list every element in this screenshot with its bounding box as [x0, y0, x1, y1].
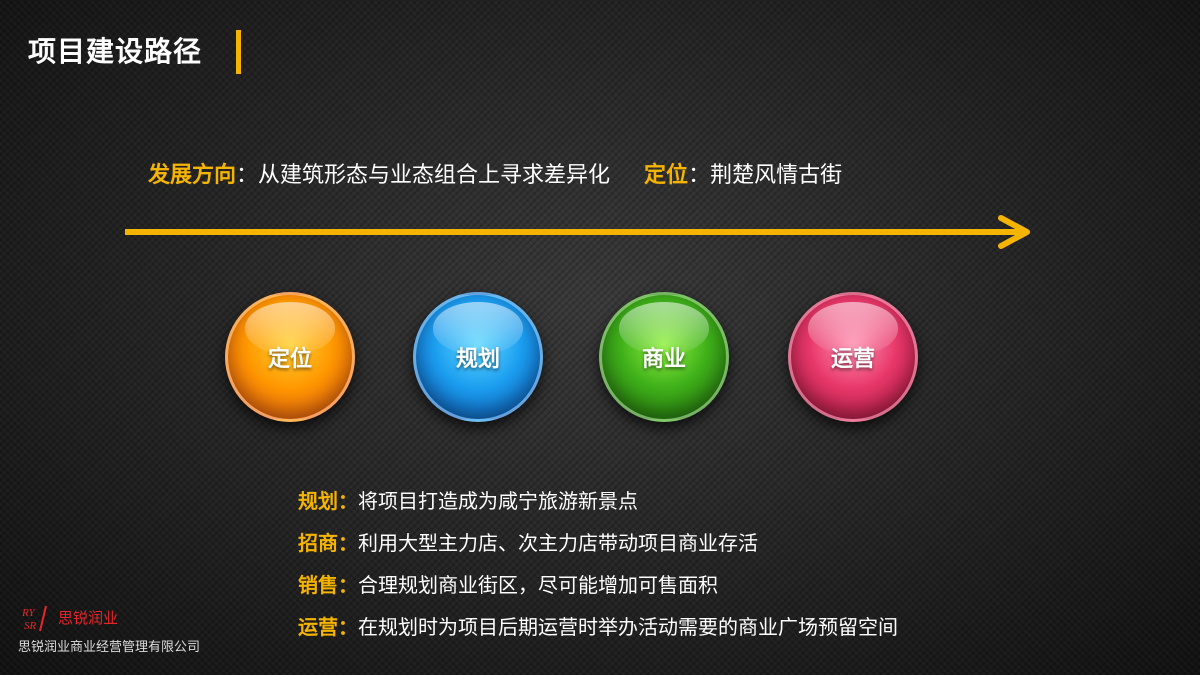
circle-positioning: 定位	[225, 292, 355, 422]
page-title: 项目建设路径	[28, 35, 203, 68]
item-key: 招商	[298, 531, 338, 555]
circle-label: 商业	[641, 347, 686, 372]
company-logo: RY SR 思锐润业	[20, 604, 130, 634]
position-text: 荆楚风情古街	[710, 163, 843, 188]
item-key: 规划	[298, 489, 338, 513]
headline: 发展方向：从建筑形态与业态组合上寻求差异化定位：荆楚风情古街	[148, 158, 842, 194]
item-key: 销售	[298, 573, 338, 597]
arrow-right-icon	[125, 215, 1030, 249]
item-sep: ：	[338, 531, 358, 555]
circle-label: 运营	[830, 347, 875, 372]
logo-brand: 思锐润业	[58, 609, 119, 627]
item-sep: ：	[338, 489, 358, 513]
list-item: 运营：在规划时为项目后期运营时举办活动需要的商业广场预留空间	[298, 606, 898, 648]
title-accent-bar	[236, 30, 241, 74]
svg-text:RY: RY	[21, 607, 37, 619]
direction-sep: ：	[236, 163, 259, 188]
item-text: 利用大型主力店、次主力店带动项目商业存活	[358, 531, 758, 555]
list-item: 招商：利用大型主力店、次主力店带动项目商业存活	[298, 522, 898, 564]
list-item: 规划：将项目打造成为咸宁旅游新景点	[298, 480, 898, 522]
circle-commerce: 商业	[599, 292, 729, 422]
direction-text: 从建筑形态与业态组合上寻求差异化	[258, 163, 611, 188]
company-name: 思锐润业商业经营管理有限公司	[18, 640, 201, 655]
svg-text:SR: SR	[24, 620, 37, 632]
item-text: 在规划时为项目后期运营时举办活动需要的商业广场预留空间	[358, 615, 898, 639]
item-key: 运营	[298, 615, 338, 639]
circle-planning: 规划	[413, 292, 543, 422]
item-text: 将项目打造成为咸宁旅游新景点	[358, 489, 638, 513]
position-key: 定位	[644, 163, 689, 188]
list-item: 销售：合理规划商业街区，尽可能增加可售面积	[298, 564, 898, 606]
item-sep: ：	[338, 573, 358, 597]
circle-label: 定位	[267, 347, 312, 372]
position-sep: ：	[688, 163, 711, 188]
direction-key: 发展方向	[148, 163, 237, 188]
item-text: 合理规划商业街区，尽可能增加可售面积	[358, 573, 718, 597]
circle-operation: 运营	[788, 292, 918, 422]
circle-label: 规划	[455, 347, 500, 372]
description-list: 规划：将项目打造成为咸宁旅游新景点 招商：利用大型主力店、次主力店带动项目商业存…	[298, 480, 898, 648]
logo-mark-icon: RY SR	[21, 605, 47, 632]
item-sep: ：	[338, 615, 358, 639]
